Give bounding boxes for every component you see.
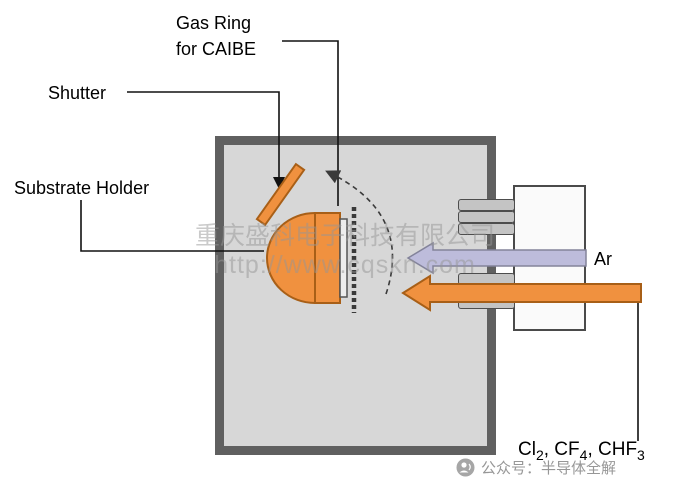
gas-ring-label-line2: for CAIBE: [176, 39, 257, 59]
watermark-company: 重庆盛科电子科技有限公司: [194, 222, 495, 250]
gas-formula-subscript: 3: [637, 446, 645, 463]
gas-formula-part: , CHF: [587, 439, 638, 460]
footer-credit-text: 公众号：半导体全解: [481, 460, 617, 477]
gas-formula-subscript: 4: [579, 446, 588, 463]
gas-formula-label: Cl2, CF4, CHF3: [518, 439, 645, 463]
grid-plate: [458, 211, 515, 223]
substrate-holder-label: Substrate Holder: [14, 178, 150, 198]
grid-plate: [458, 199, 515, 211]
grid-plate: [458, 223, 515, 235]
gas-formula-subscript: 2: [535, 446, 544, 463]
gas-formula-part: Cl: [518, 439, 536, 460]
watermark-url: http://www.cqskn.com: [214, 251, 476, 279]
gas-ring-label-line1: Gas Ring: [176, 13, 252, 33]
grid-plate: [458, 297, 515, 309]
shutter-label: Shutter: [48, 83, 107, 103]
gas-ring-label: Gas Ring for CAIBE: [176, 10, 256, 62]
gas-formula-part: , CF: [543, 439, 580, 460]
vacuum-chamber: [215, 136, 496, 455]
footer-credit: 公众号：半导体全解: [456, 457, 616, 478]
wechat-official-account-icon: [456, 458, 475, 477]
grid-plate: [458, 285, 515, 297]
ar-label: Ar: [594, 249, 612, 269]
